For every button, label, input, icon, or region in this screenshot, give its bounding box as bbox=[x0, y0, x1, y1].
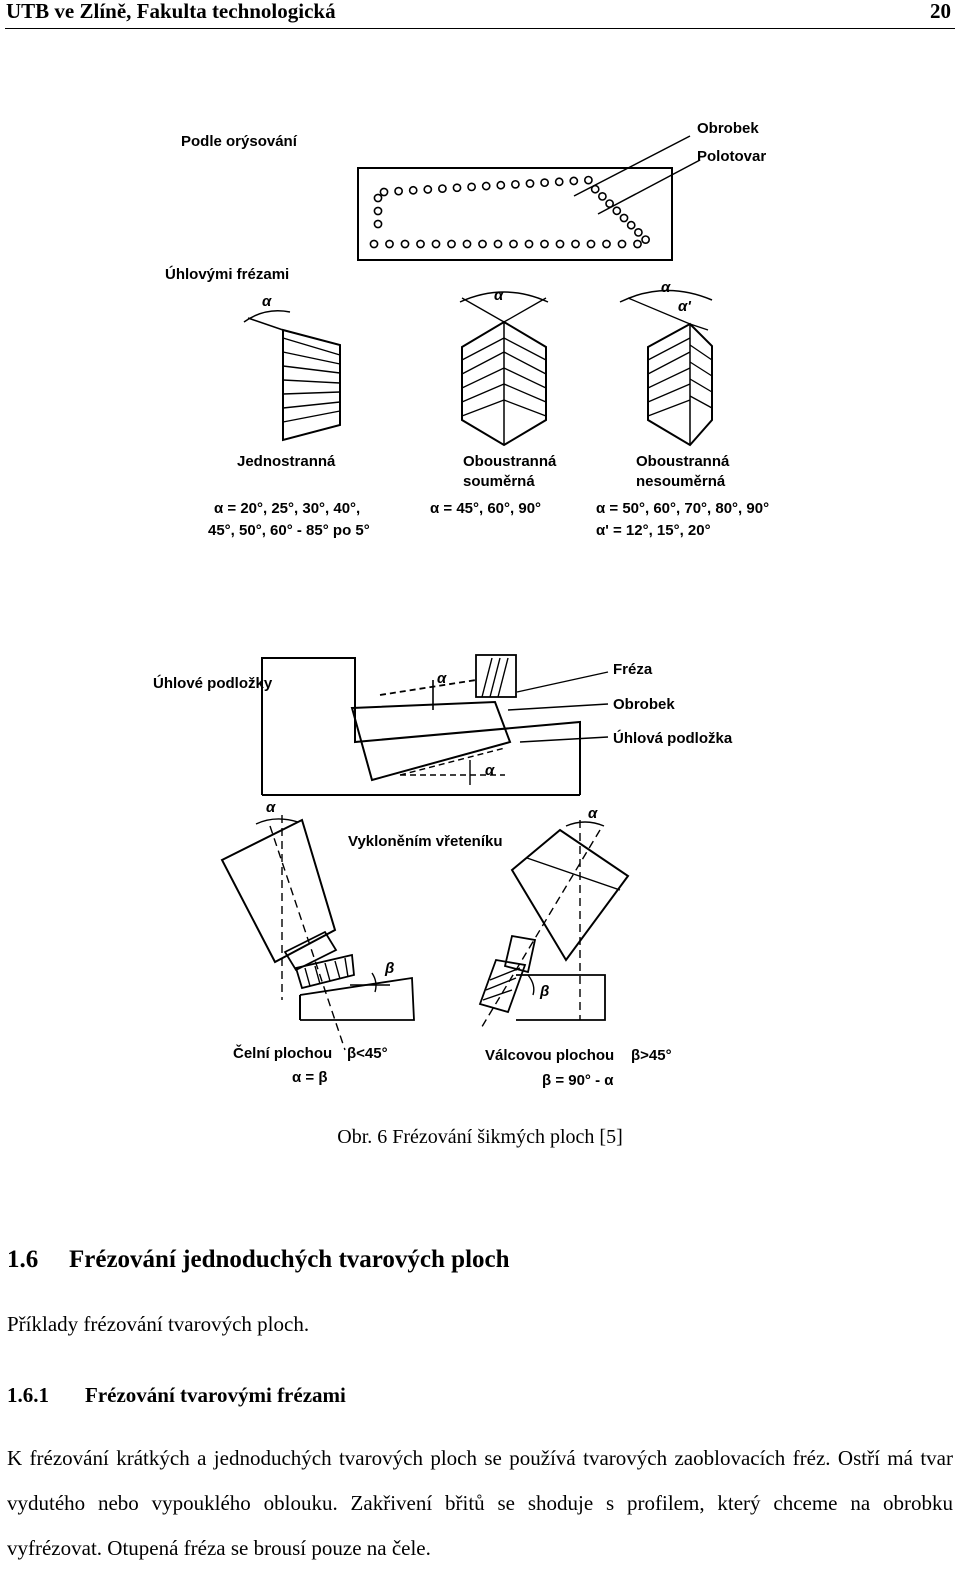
scribe-dot bbox=[626, 220, 636, 230]
scribe-dot bbox=[496, 180, 506, 190]
beta-label-left: β bbox=[384, 960, 394, 977]
scribe-dot bbox=[431, 239, 441, 249]
scribe-dot bbox=[379, 187, 389, 197]
label-alpha-eq-beta: α = β bbox=[292, 1069, 327, 1086]
label-podle-orysovani: Podle orýsování bbox=[181, 133, 298, 150]
formula-nesoumerna-1: α = 50°, 60°, 70°, 80°, 90° bbox=[596, 500, 769, 517]
scribe-dot bbox=[493, 239, 503, 249]
cutter-jednostranna bbox=[243, 310, 341, 442]
scribe-dot bbox=[540, 239, 549, 249]
label-uhlovymi-frezami: Úhlovými frézami bbox=[165, 265, 289, 283]
scribe-dot bbox=[373, 193, 383, 203]
scribe-dot bbox=[525, 179, 535, 188]
label-obrobek-bottom: Obrobek bbox=[613, 696, 675, 713]
cutter-oboustranna-soumerna bbox=[459, 291, 549, 447]
label-beta-lt-45: β<45° bbox=[347, 1045, 388, 1062]
scribed-dots bbox=[369, 175, 650, 249]
alpha-label-right: α bbox=[588, 805, 598, 822]
label-uhlova-podlozka: Úhlová podložka bbox=[613, 729, 733, 747]
subsection-heading: 1.6.1 Frézování tvarovými frézami bbox=[7, 1383, 346, 1408]
scribe-dot bbox=[452, 183, 462, 193]
scribe-dot bbox=[554, 177, 564, 187]
page-number: 20 bbox=[930, 0, 951, 23]
scribe-dot bbox=[416, 239, 425, 249]
angle-plate-diagram bbox=[261, 654, 609, 796]
spindle-tilt-face bbox=[220, 815, 415, 1051]
scribe-dot bbox=[423, 185, 433, 194]
page-header: UTB ve Zlíně, Fakulta technologická 20 bbox=[0, 0, 960, 30]
alpha-label-plate: α bbox=[485, 762, 495, 779]
scribe-dot bbox=[462, 239, 472, 249]
scribe-dot bbox=[509, 239, 518, 249]
scribe-dot bbox=[641, 235, 650, 244]
label-freza: Fréza bbox=[613, 661, 653, 678]
label-beta-eq: β = 90° - α bbox=[542, 1072, 614, 1089]
section-heading: 1.6 Frézování jednoduchých tvarových ploc… bbox=[7, 1246, 510, 1274]
label-uhlove-podlozky: Úhlové podložky bbox=[153, 674, 273, 692]
label-valcovou-plochou: Válcovou plochou bbox=[485, 1047, 614, 1064]
figure-caption: Obr. 6 Frézování šikmých ploch [5] bbox=[337, 1126, 623, 1148]
spindle-tilt-periphery bbox=[478, 820, 630, 1031]
scribe-dot bbox=[612, 206, 622, 216]
formula-nesoumerna-2: α' = 12°, 15°, 20° bbox=[596, 522, 711, 539]
scribe-dot bbox=[584, 175, 593, 185]
scribe-dot bbox=[598, 191, 607, 201]
alpha-label-1: α bbox=[262, 293, 272, 310]
scribe-dot bbox=[408, 185, 418, 195]
label-vyklonenim: Vykloněním vřeteníku bbox=[348, 833, 503, 850]
alpha-label-left: α bbox=[266, 799, 276, 816]
scribe-dot bbox=[437, 184, 447, 193]
scribe-dot bbox=[633, 239, 642, 249]
label-jednostranna: Jednostranná bbox=[237, 453, 336, 470]
scribe-dot bbox=[385, 239, 394, 249]
figure-milling-inclined-surfaces: Podle orýsování Obrobek Polotovar Úhlový… bbox=[153, 120, 769, 1089]
label-beta-gt-45: β>45° bbox=[631, 1047, 672, 1064]
subsection-number: 1.6.1 bbox=[7, 1383, 49, 1407]
scribe-dot bbox=[586, 239, 596, 249]
scribe-dot bbox=[571, 239, 580, 249]
header-rule bbox=[5, 28, 955, 29]
subsection-title: Frézování tvarovými frézami bbox=[85, 1383, 346, 1407]
label-celni-plochou: Čelní plochou bbox=[233, 1044, 332, 1062]
scribe-dot bbox=[481, 181, 491, 191]
scribe-dot bbox=[602, 239, 611, 249]
scribe-dot bbox=[447, 239, 456, 249]
alpha-label-3: α bbox=[661, 279, 671, 296]
label-nesoumerna: nesouměrná bbox=[636, 473, 726, 490]
section-number: 1.6 bbox=[7, 1246, 39, 1273]
label-polotovar: Polotovar bbox=[697, 148, 766, 165]
cutter-oboustranna-nesoumerna bbox=[619, 289, 713, 447]
scribe-dot bbox=[467, 182, 476, 192]
scribe-dot bbox=[617, 239, 627, 249]
section-intro: Příklady frézování tvarových ploch. bbox=[7, 1312, 310, 1336]
scribe-dot bbox=[555, 239, 565, 249]
alpha-label-2: α bbox=[494, 287, 504, 304]
scribe-dot bbox=[373, 219, 383, 229]
scribe-dot bbox=[540, 178, 549, 188]
beta-label-right: β bbox=[539, 983, 549, 1000]
scribe-dot bbox=[400, 239, 410, 249]
scribe-dot bbox=[569, 176, 579, 186]
label-oboustranna-1: Oboustranná bbox=[463, 453, 557, 470]
formula-soumerna: α = 45°, 60°, 90° bbox=[430, 500, 541, 517]
header-title: UTB ve Zlíně, Fakulta technologická bbox=[6, 0, 336, 23]
body-paragraph: K frézování krátkých a jednoduchých tvar… bbox=[7, 1446, 953, 1560]
label-soumerna: souměrná bbox=[463, 473, 535, 490]
section-title: Frézování jednoduchých tvarových ploch bbox=[69, 1246, 510, 1273]
scribe-dot bbox=[619, 213, 629, 223]
scribe-dot bbox=[373, 206, 383, 216]
scribe-dot bbox=[634, 227, 643, 237]
alpha-label-plate-top: α bbox=[437, 670, 447, 687]
scribe-dot bbox=[511, 179, 520, 189]
marking-diagram bbox=[357, 135, 701, 261]
formula-jednostranna-2: 45°, 50°, 60° - 85° po 5° bbox=[208, 522, 370, 539]
scribe-dot bbox=[394, 186, 403, 196]
scribe-dot bbox=[369, 239, 379, 249]
label-obrobek-top: Obrobek bbox=[697, 120, 759, 137]
scribe-dot bbox=[524, 239, 534, 249]
label-oboustranna-2: Oboustranná bbox=[636, 453, 730, 470]
formula-jednostranna-1: α = 20°, 25°, 30°, 40°, bbox=[214, 500, 360, 517]
scribe-dot bbox=[478, 239, 487, 249]
alpha-prime-label: α' bbox=[678, 298, 691, 315]
